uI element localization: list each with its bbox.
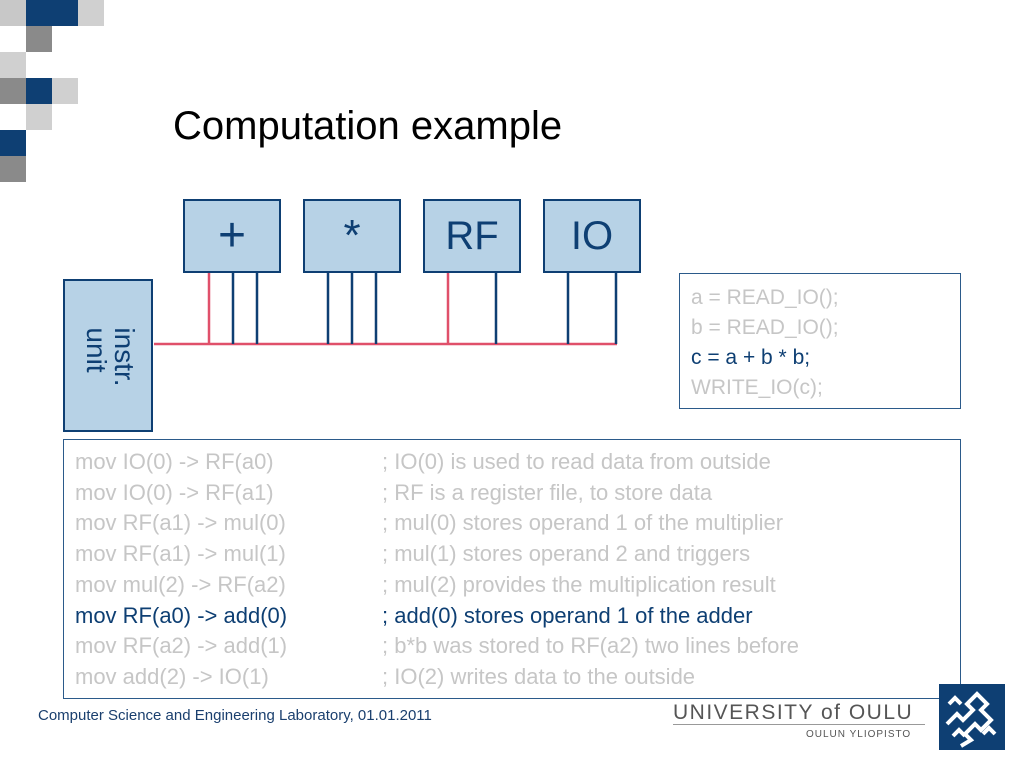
- asm-instruction: mov IO(0) -> RF(a1): [75, 479, 274, 505]
- asm-row: mov IO(0) -> RF(a0) ; IO(0) is used to r…: [75, 447, 960, 478]
- register-file-label: RF: [445, 214, 499, 258]
- asm-row: mov IO(0) -> RF(a1) ; RF is a register f…: [75, 478, 960, 509]
- university-subname: OULUN YLIOPISTO: [806, 729, 912, 740]
- io-unit: IO: [543, 199, 641, 273]
- code-line-active: c = a + b * b;: [691, 346, 811, 369]
- asm-row: mov RF(a1) -> mul(0) ; mul(0) stores ope…: [75, 508, 960, 539]
- asm-instruction: mov mul(2) -> RF(a2): [75, 571, 286, 597]
- register-file-unit: RF: [423, 199, 521, 273]
- asm-instruction: mov add(2) -> IO(1): [75, 663, 269, 689]
- asm-instruction: mov IO(0) -> RF(a0): [75, 449, 274, 474]
- asm-row: mov mul(2) -> RF(a2) ; mul(2) provides t…: [75, 570, 960, 601]
- asm-instruction: mov RF(a1) -> mul(1): [75, 541, 286, 567]
- asm-row: mov RF(a2) -> add(1) ; b*b was stored to…: [75, 631, 960, 662]
- multiplier-label: *: [343, 211, 361, 260]
- code-line: b = READ_IO();: [691, 316, 839, 339]
- page-title: Computation example: [173, 104, 563, 148]
- asm-row: mov add(2) -> IO(1) ; IO(2) writes data …: [75, 662, 960, 693]
- asm-instruction: mov RF(a0) -> add(0): [75, 602, 288, 628]
- idle-wires: [231, 272, 618, 344]
- asm-row: mov RF(a1) -> mul(1) ; mul(1) stores ope…: [75, 539, 960, 570]
- asm-comment: ; mul(0) stores operand 1 of the multipl…: [382, 510, 784, 536]
- io-label: IO: [570, 214, 614, 258]
- asm-instruction: mov RF(a1) -> mul(0): [75, 510, 286, 536]
- assembly-listing: mov IO(0) -> RF(a0) ; IO(0) is used to r…: [63, 439, 961, 699]
- asm-comment: ; add(0) stores operand 1 of the adder: [382, 602, 753, 628]
- asm-comment: ; IO(0) is used to read data from outsid…: [382, 449, 771, 474]
- footer-text: Computer Science and Engineering Laborat…: [38, 707, 432, 724]
- asm-row-active: mov RF(a0) -> add(0) ; add(0) stores ope…: [75, 601, 960, 632]
- university-name: UNIVERSITY of OULU: [673, 701, 914, 724]
- code-line: a = READ_IO();: [691, 286, 839, 309]
- asm-instruction: mov RF(a2) -> add(1): [75, 633, 288, 659]
- asm-comment: ; mul(1) stores operand 2 and triggers: [382, 541, 751, 567]
- asm-comment: ; mul(2) provides the multiplication res…: [382, 571, 776, 597]
- adder-label: +: [217, 209, 247, 262]
- high-level-code-box: a = READ_IO(); b = READ_IO(); c = a + b …: [679, 273, 961, 409]
- asm-comment: ; IO(2) writes data to the outside: [382, 663, 696, 689]
- multiplier-unit: *: [303, 199, 401, 273]
- university-logo-icon: [939, 684, 1005, 750]
- active-wires: [154, 272, 617, 346]
- instruction-unit: instr. unit: [63, 279, 153, 432]
- instruction-unit-label: instr. unit: [81, 327, 140, 387]
- asm-comment: ; b*b was stored to RF(a2) two lines bef…: [382, 633, 799, 659]
- footer-divider: [673, 724, 925, 725]
- code-line: WRITE_IO(c);: [691, 376, 823, 399]
- adder-unit: +: [183, 199, 281, 273]
- asm-comment: ; RF is a register file, to store data: [382, 479, 713, 505]
